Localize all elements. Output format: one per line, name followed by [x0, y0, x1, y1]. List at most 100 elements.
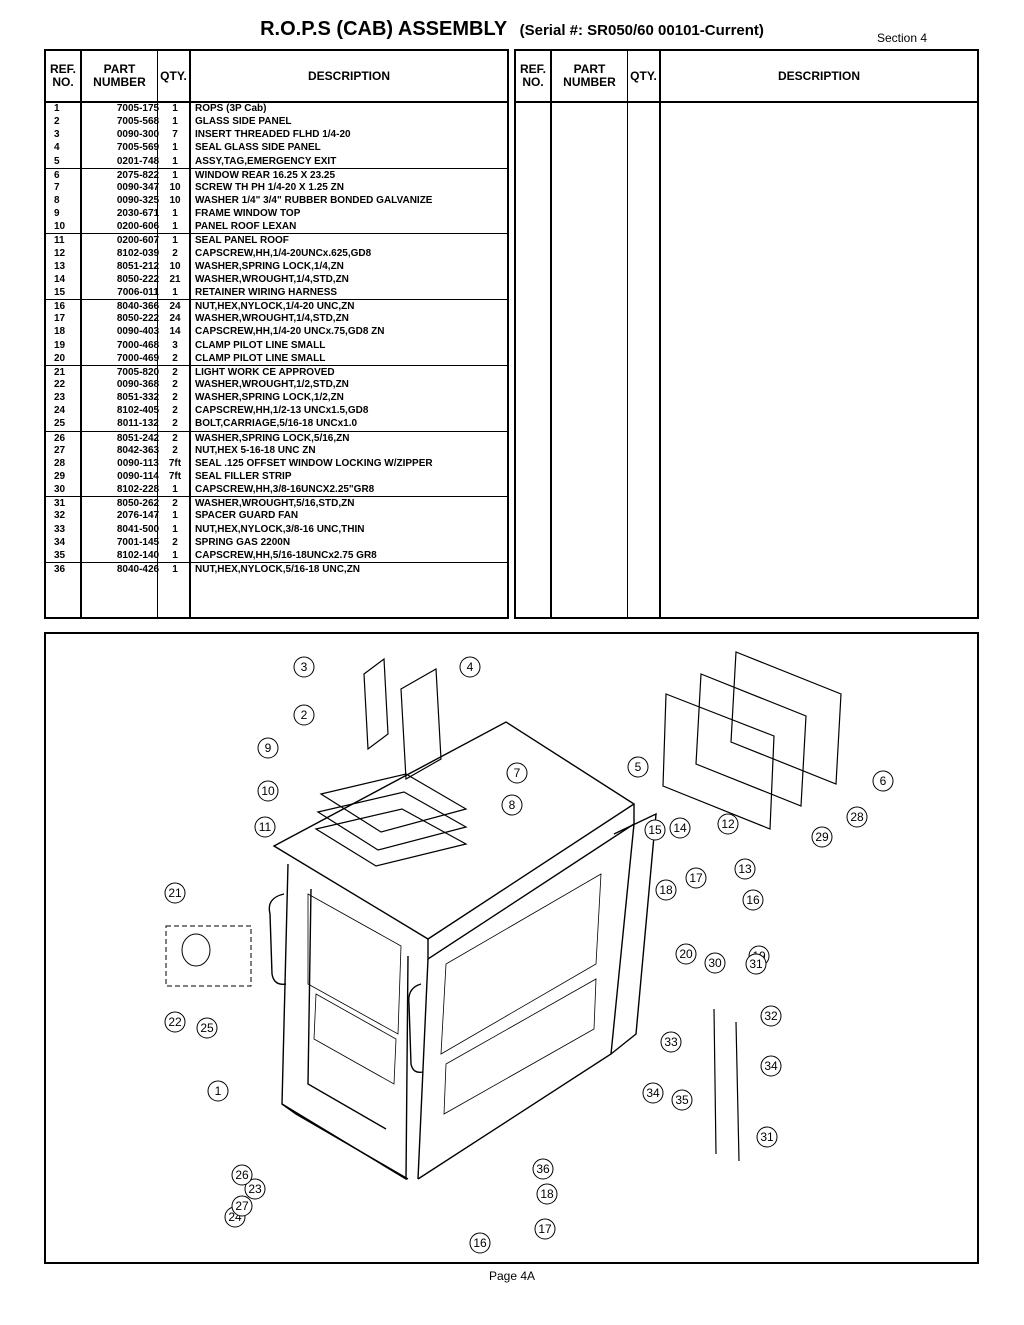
ref-cell: 24: [54, 405, 66, 417]
part-number-cell: 0090-113: [117, 457, 159, 469]
part-number-cell: 8050-222: [116, 313, 160, 325]
callout-number: 17: [538, 1222, 552, 1236]
description-cell: SPACER GUARD FAN: [195, 510, 299, 522]
callout-circle: [745, 953, 767, 975]
qty-cell: 1: [172, 116, 178, 128]
ref-cell: 4: [54, 142, 60, 154]
callout-number: 3: [301, 660, 308, 674]
callout-number: 25: [200, 1021, 214, 1035]
header-part-number: PART NUMBER: [93, 62, 146, 89]
header-qty: QTY.: [630, 68, 657, 83]
ref-cell: 23: [54, 392, 66, 404]
part-number-cell: 0090-325: [116, 194, 160, 206]
description-cell: NUT,HEX,NYLOCK,5/16-18 UNC,ZN: [195, 563, 361, 575]
ref-cell: 21: [54, 366, 66, 378]
callout-circle: [734, 858, 756, 880]
column-divider: [157, 51, 158, 617]
section-label: Section 4: [877, 31, 928, 45]
callout-circle: [872, 770, 894, 792]
callout-circle: [534, 1218, 556, 1240]
description-cell: PANEL ROOF LEXAN: [195, 221, 297, 233]
qty-cell: 21: [169, 273, 181, 285]
header-ref: REF. NO.: [49, 62, 76, 89]
ref-cell: 14: [54, 273, 66, 285]
callout-number: 1: [215, 1084, 222, 1098]
header-description: DESCRIPTION: [777, 68, 860, 83]
cab-drawing: 1234567891011121314151617181920212223242…: [164, 651, 894, 1254]
callout-circle: [459, 656, 481, 678]
description-cell: SEAL FILLER STRIP: [195, 470, 292, 482]
part-number-cell: 2075-822: [116, 169, 160, 181]
callout-number: 34: [764, 1059, 778, 1073]
part-number-cell: 0200-607: [116, 235, 160, 247]
description-cell: FRAME WINDOW TOP: [195, 208, 301, 220]
ref-cell: 9: [54, 208, 60, 220]
callout-circle: [231, 1164, 253, 1186]
qty-cell: 1: [172, 510, 178, 522]
part-number-cell: 0090-403: [116, 326, 160, 338]
callout-number: 34: [646, 1086, 660, 1100]
callout-circle: [532, 1158, 554, 1180]
callout-circle: [642, 1082, 664, 1104]
callout-circle: [254, 816, 276, 838]
callout-circle: [164, 1011, 186, 1033]
ref-cell: 20: [54, 352, 66, 364]
qty-cell: 1: [172, 221, 178, 233]
callout-number: 20: [679, 947, 693, 961]
callout-number: 26: [235, 1168, 249, 1182]
qty-cell: 2: [172, 418, 178, 430]
callout-circle: [685, 867, 707, 889]
qty-cell: 1: [172, 235, 178, 247]
callout-circle: [742, 889, 764, 911]
ref-cell: 3: [54, 129, 60, 141]
description-cell: WASHER 1/4" 3/4" RUBBER BONDED GALVANIZE: [195, 194, 433, 206]
callout-circle: [671, 1089, 693, 1111]
ref-cell: 35: [54, 549, 66, 561]
ref-cell: 11: [54, 235, 65, 247]
ref-cell: 30: [54, 484, 66, 496]
table-header: REF. NO. PART NUMBER QTY. DESCRIPTION: [516, 51, 977, 103]
ref-cell: 36: [54, 563, 66, 575]
callout-circle: [469, 1232, 491, 1254]
description-cell: NUT,HEX,NYLOCK,1/4-20 UNC,ZN: [195, 301, 355, 313]
ref-cell: 7: [54, 181, 60, 193]
ref-cell: 19: [54, 339, 66, 351]
part-number-cell: 8040-426: [116, 563, 160, 575]
callout-circle: [293, 656, 315, 678]
callout-number: 13: [738, 862, 752, 876]
table-header: REF. NO. PART NUMBER QTY. DESCRIPTION: [46, 51, 507, 103]
description-cell: CAPSCREW,HH,1/4-20UNCx.625,GD8: [195, 247, 372, 259]
ref-cell: 22: [54, 378, 66, 390]
description-cell: SEAL PANEL ROOF: [195, 235, 289, 247]
ref-cell: 17: [54, 313, 66, 325]
serial-range: (Serial #: SR050/60 00101-Current): [519, 22, 764, 39]
callout-circle: [717, 813, 739, 835]
qty-cell: 2: [172, 405, 178, 417]
callout-number: 18: [659, 883, 673, 897]
part-number-cell: 7006-011: [117, 286, 159, 298]
callout-number: 28: [850, 810, 864, 824]
description-cell: WASHER,SPRING LOCK,5/16,ZN: [195, 432, 350, 444]
qty-cell: 3: [172, 339, 178, 351]
qty-cell: 7: [172, 129, 178, 141]
description-cell: RETAINER WIRING HARNESS: [195, 286, 338, 298]
callout-number: 31: [760, 1130, 774, 1144]
qty-cell: 7ft: [168, 457, 182, 469]
callout-circle: [760, 1055, 782, 1077]
qty-cell: 1: [172, 484, 178, 496]
description-cell: NUT,HEX 5-16-18 UNC ZN: [195, 444, 316, 456]
callout-number: 16: [473, 1236, 487, 1250]
